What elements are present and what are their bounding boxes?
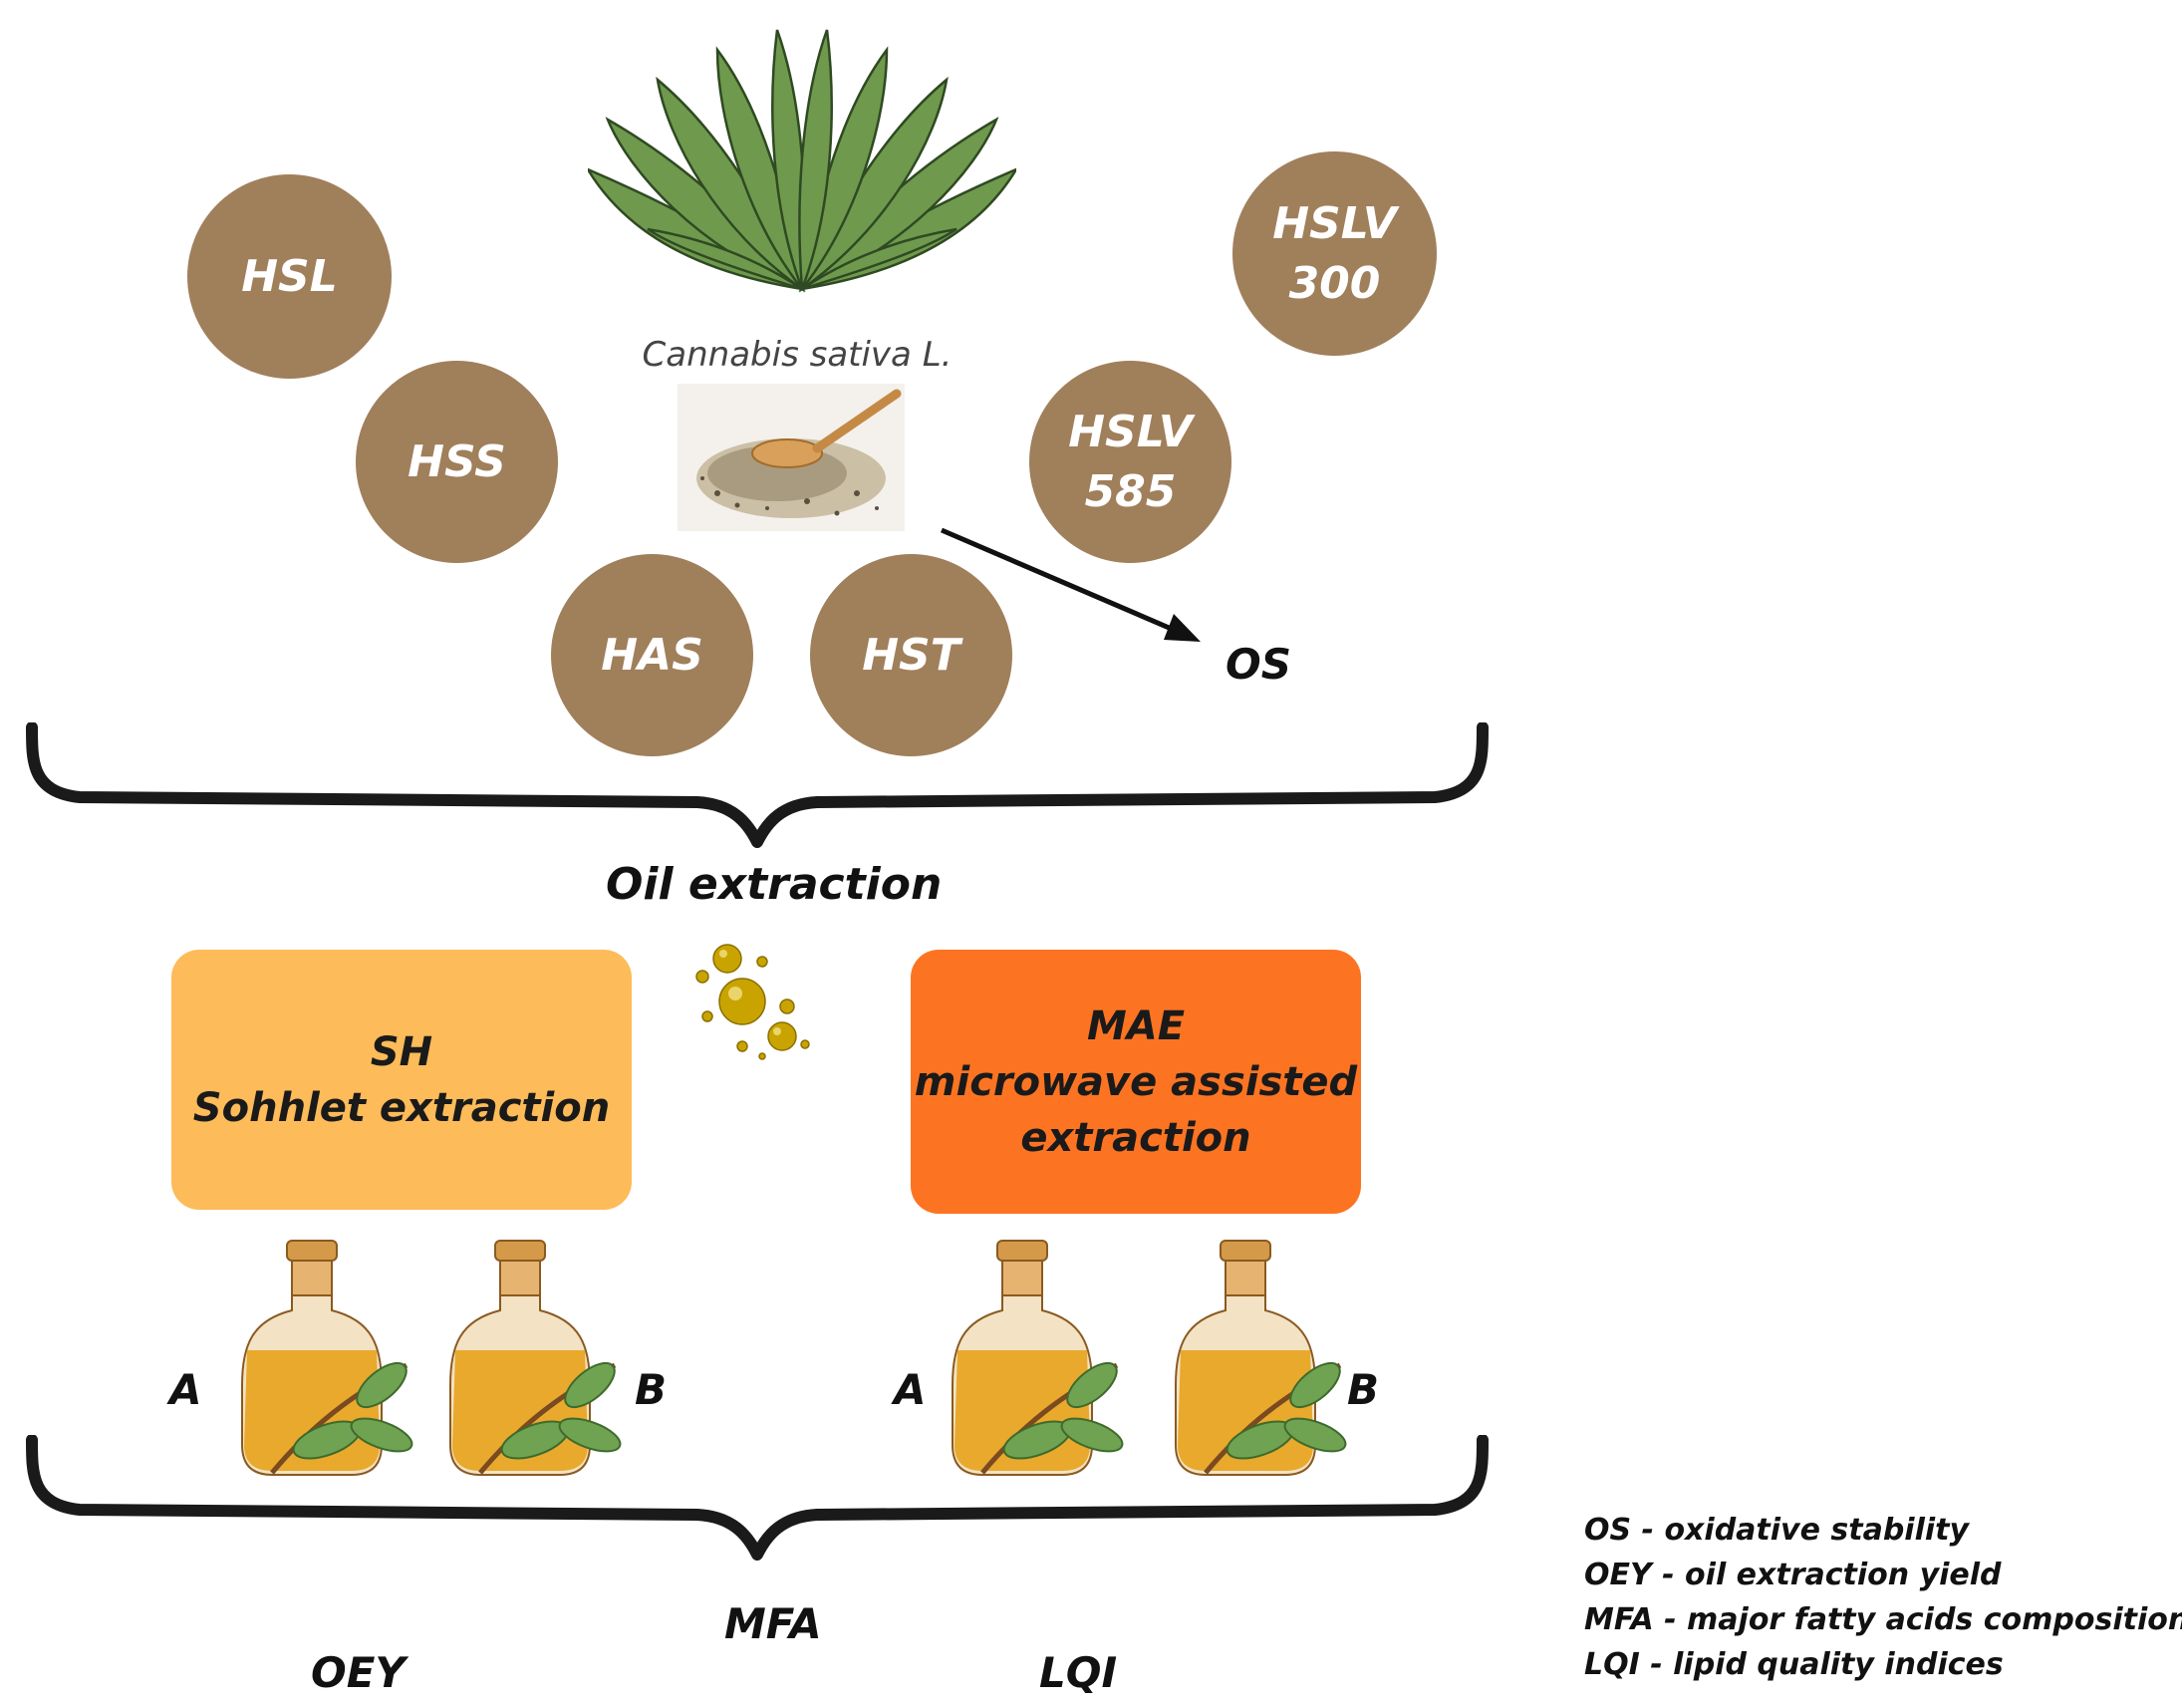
sample-hsl-label: HSL <box>241 250 338 302</box>
lqi-label: LQI <box>1039 1648 1118 1697</box>
mae-method-box: MAE microwave assisted extraction <box>911 950 1361 1214</box>
sh-method-box: SH Sohhlet extraction <box>171 950 632 1210</box>
oil-bottle-sh-b <box>449 1240 622 1476</box>
mae-name-line1: microwave assisted <box>914 1058 1358 1105</box>
os-label: OS <box>1226 640 1291 689</box>
legend-item: LQI - lipid quality indices <box>1584 1647 2004 1682</box>
sample-hss: HSS <box>356 361 558 563</box>
sample-hslv585-line1: HSLV <box>1068 407 1193 458</box>
sample-hslv300: HSLV 300 <box>1232 151 1437 356</box>
cannabis-plant-illustration <box>588 29 1016 293</box>
legend-item: MFA - major fatty acids composition <box>1584 1602 2182 1637</box>
oil-bottle-sh-a <box>241 1240 413 1476</box>
legend-item: OS - oxidative stability <box>1584 1513 1970 1548</box>
bottom-brace <box>26 1435 1489 1561</box>
mae-name-line2: extraction <box>1020 1114 1251 1161</box>
sample-has-label: HAS <box>601 629 703 681</box>
sample-hslv585-line2: 585 <box>1084 465 1177 517</box>
sample-hss-label: HSS <box>408 435 506 487</box>
sh-name: Sohhlet extraction <box>192 1084 611 1131</box>
sample-hslv300-line1: HSLV <box>1272 198 1397 250</box>
top-brace <box>26 722 1489 848</box>
plant-name-label: Cannabis sativa L. <box>642 335 953 375</box>
bottle-label-sh-a: A <box>169 1365 202 1414</box>
arrow-to-os <box>941 527 1201 642</box>
abbreviation-legend: OS - oxidative stability OEY - oil extra… <box>1584 1508 2182 1687</box>
legend-item: OEY - oil extraction yield <box>1584 1558 2002 1592</box>
oil-extraction-label: Oil extraction <box>606 859 943 910</box>
oil-bottle-mae-b <box>1175 1240 1347 1476</box>
bottle-label-mae-b: B <box>1347 1365 1380 1414</box>
sample-hst-label: HST <box>862 629 960 681</box>
sample-has: HAS <box>551 554 753 756</box>
sample-hsl: HSL <box>187 174 392 379</box>
mae-code: MAE <box>1086 1002 1186 1049</box>
sh-code: SH <box>370 1028 433 1075</box>
mfa-label: MFA <box>724 1599 822 1648</box>
hemp-seed-photo <box>678 384 905 531</box>
bottle-label-mae-a: A <box>894 1365 927 1414</box>
oey-label: OEY <box>311 1648 406 1697</box>
sample-hslv585: HSLV 585 <box>1029 361 1231 563</box>
oil-droplets-icon <box>695 944 810 1060</box>
sample-hst: HST <box>810 554 1012 756</box>
sample-hslv300-line2: 300 <box>1288 257 1381 309</box>
oil-bottle-mae-a <box>952 1240 1124 1476</box>
bottle-label-sh-b: B <box>635 1365 668 1414</box>
